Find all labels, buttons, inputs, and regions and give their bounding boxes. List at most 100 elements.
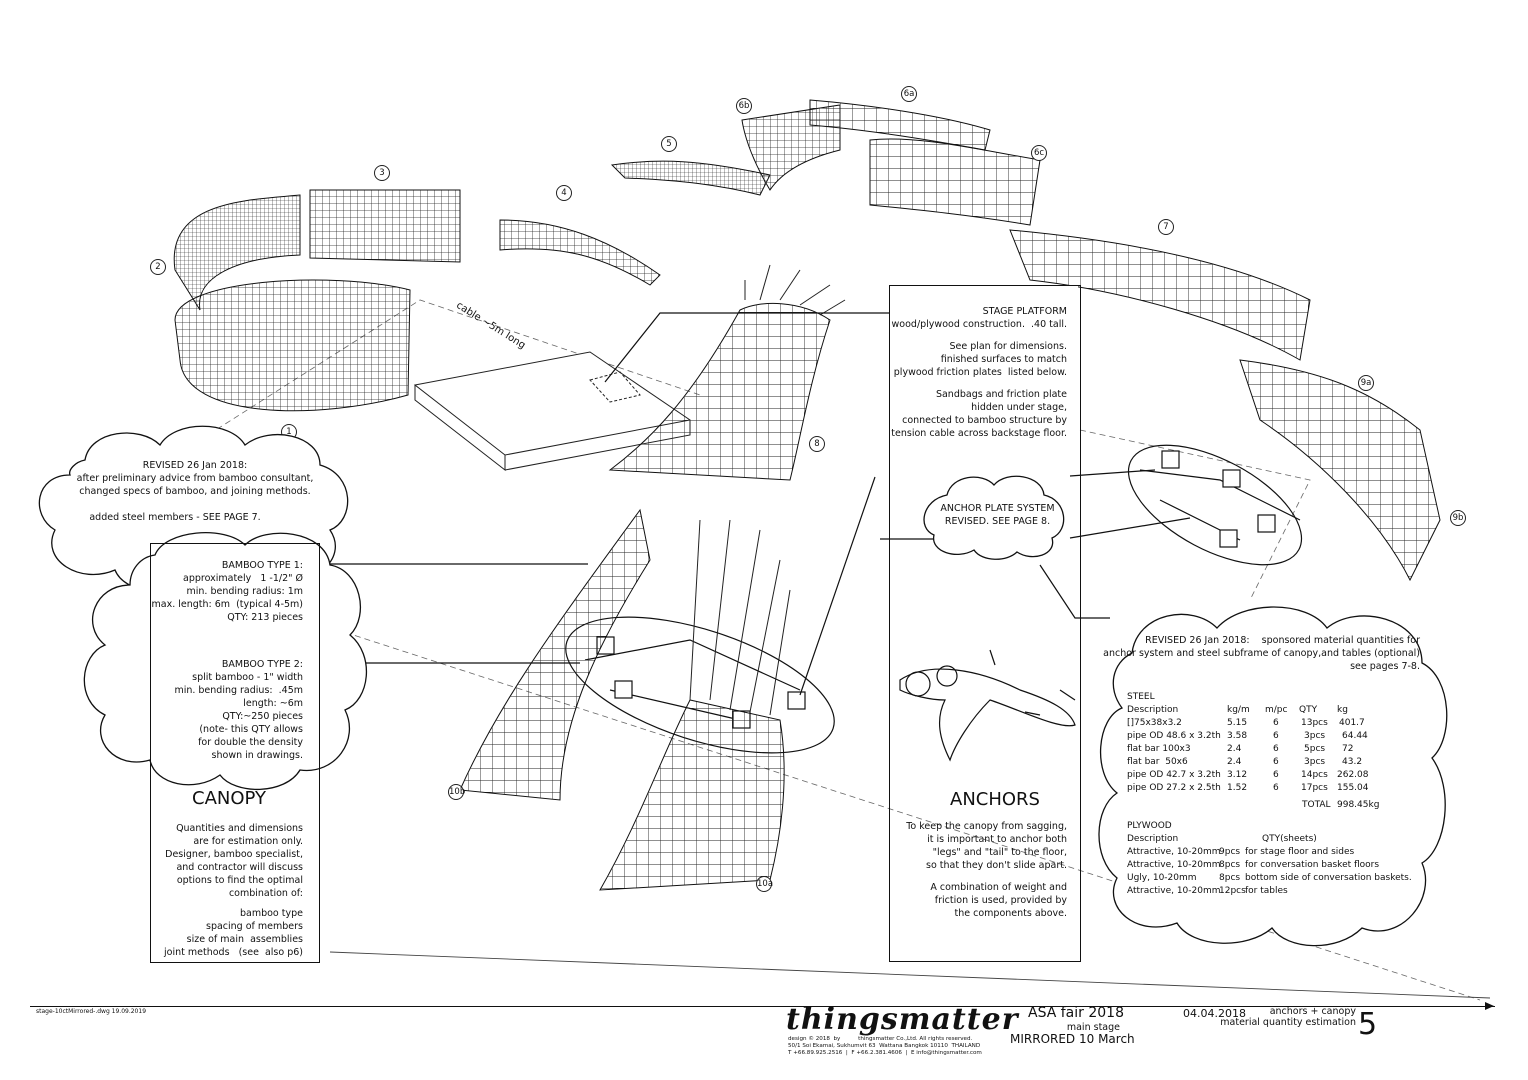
revised-note-line-1: REVISED 26 Jan 2018: [142, 460, 248, 471]
steel-cell: flat bar 100x3 [1127, 744, 1191, 754]
steel-cell: 5pcs [1304, 744, 1326, 754]
plywood-cell: for tables [1245, 886, 1288, 896]
steel-row: pipe OD 27.2 x 2.5th 1.52 6 17pcs 155.04 [1127, 782, 1407, 795]
steel-cell: 43.2 [1342, 757, 1363, 767]
brand-line-3: T +66.89.925.2516 | F +66.2.381.4606 | E… [788, 1050, 982, 1056]
material-header-2: anchor system and steel subframe of cano… [1103, 648, 1420, 659]
steel-cell: flat bar 50x6 [1127, 757, 1188, 767]
steel-cell: 6 [1273, 744, 1279, 754]
plywood-cell: Attractive, 10-20mm [1127, 847, 1221, 857]
bamboo2-line-7: for double the density [198, 737, 303, 748]
steel-total-row: TOTAL 998.45kg [1127, 799, 1407, 812]
plywood-row: Attractive, 10-20mm 9pcs for stage floor… [1127, 846, 1437, 859]
canopy-line-4: and contractor will discuss [176, 862, 303, 873]
canopy-line-1: Quantities and dimensions [176, 823, 303, 834]
bamboo2-line-6: (note- this QTY allows [199, 724, 303, 735]
steel-col-mpc: m/pc [1265, 705, 1288, 715]
mirrored-note: MIRRORED 10 March [1010, 1032, 1135, 1046]
steel-table: STEEL Description kg/m m/pc QTY kg []75x… [1127, 691, 1407, 812]
bamboo1-line-5: QTY: 213 pieces [227, 612, 303, 623]
steel-col-description: Description [1127, 705, 1179, 715]
stage-line-1: STAGE PLATFORM [982, 306, 1067, 317]
bamboo2-line-1: BAMBOO TYPE 2: [221, 659, 303, 670]
steel-cell: 13pcs [1301, 718, 1328, 728]
stage-line-10: connected to bamboo structure by [902, 415, 1067, 426]
canopy-box [150, 543, 320, 963]
steel-cell: 3pcs [1304, 731, 1326, 741]
steel-col-kgm: kg/m [1227, 705, 1250, 715]
label-9a: 9a [1358, 375, 1374, 391]
revised-note-line-3: changed specs of bamboo, and joining met… [79, 486, 311, 497]
stage-line-2: wood/plywood construction. .40 tall. [891, 319, 1067, 330]
project-title: ASA fair 2018 [1028, 1005, 1124, 1021]
assembly-9 [1239, 359, 1441, 582]
anchor-plate-line-1: ANCHOR PLATE SYSTEM [940, 503, 1055, 514]
sheet-date: 04.04.2018 [1183, 1007, 1246, 1020]
steel-cell: 1.52 [1227, 783, 1248, 793]
bamboo2-line-8: shown in drawings. [211, 750, 303, 761]
project-subtitle: main stage [1066, 1022, 1120, 1033]
anchors-box [889, 285, 1081, 962]
steel-cell: []75x38x3.2 [1127, 718, 1182, 728]
bamboo1-line-3: min. bending radius: 1m [186, 586, 303, 597]
steel-row: []75x38x3.2 5.15 6 13pcs 401.7 [1127, 717, 1407, 730]
stage-line-4: See plan for dimensions. [949, 341, 1067, 352]
plywood-title: PLYWOOD [1127, 821, 1172, 831]
label-6b: 6b [736, 98, 752, 114]
anchors-line-6: A combination of weight and [930, 882, 1067, 893]
canopy-line-11: joint methods (see also p6) [164, 947, 303, 958]
steel-cell: 64.44 [1342, 731, 1368, 741]
plywood-row: Ugly, 10-20mm 8pcs bottom side of conver… [1127, 872, 1437, 885]
bamboo1-line-4: max. length: 6m (typical 4-5m) [151, 599, 303, 610]
plywood-cell: Ugly, 10-20mm [1127, 873, 1197, 883]
label-9b: 9b [1450, 510, 1466, 526]
anchors-line-1: To keep the canopy from sagging, [906, 821, 1067, 832]
steel-col-kg: kg [1337, 705, 1348, 715]
steel-cell: 3pcs [1304, 757, 1326, 767]
steel-cell: pipe OD 27.2 x 2.5th [1127, 783, 1221, 793]
stage-line-5: finished surfaces to match [940, 354, 1067, 365]
plywood-cell: Attractive, 10-20mm [1127, 886, 1221, 896]
label-10b: 10b [448, 784, 465, 800]
anchors-line-4: so that they don't slide apart. [926, 860, 1067, 871]
title-block-arrow [1485, 1002, 1494, 1010]
canopy-line-3: Designer, bamboo specialist, [165, 849, 303, 860]
assembly-5-6 [610, 99, 1041, 226]
label-8: 8 [809, 436, 825, 452]
steel-cell: 2.4 [1227, 757, 1242, 767]
steel-row: pipe OD 42.7 x 3.2th 3.12 6 14pcs 262.08 [1127, 769, 1407, 782]
assembly-2-3-ring [173, 189, 661, 412]
canopy-line-2: are for estimation only. [193, 836, 303, 847]
steel-cell: 6 [1273, 783, 1279, 793]
steel-cell: 6 [1273, 718, 1279, 728]
anchors-line-7: friction is used, provided by [934, 895, 1067, 906]
plywood-cell: for stage floor and sides [1245, 847, 1355, 857]
steel-cell: 3.12 [1227, 770, 1248, 780]
brand-line-1: design © 2018 by thingsmatter Co.,Ltd. A… [788, 1036, 973, 1042]
steel-row: pipe OD 48.6 x 3.2th 3.58 6 3pcs 64.44 [1127, 730, 1407, 743]
anchor-plate-line-2: REVISED. SEE PAGE 8. [944, 516, 1051, 527]
stage-line-11: tension cable across backstage floor. [891, 428, 1067, 439]
canopy-title: CANOPY [192, 788, 266, 809]
plywood-cell: 12pcs [1219, 886, 1246, 896]
bamboo2-line-3: min. bending radius: .45m [174, 685, 303, 696]
sheet-title-2: material quantity estimation [1220, 1017, 1356, 1028]
anchor-sketch [899, 649, 1076, 762]
material-cloud [1098, 606, 1448, 947]
bamboo2-line-5: QTY:~250 pieces [222, 711, 303, 722]
anchors-title: ANCHORS [950, 789, 1040, 810]
label-4: 4 [556, 185, 572, 201]
plywood-col-description: Description [1127, 834, 1179, 844]
label-2: 2 [150, 259, 166, 275]
stage-line-8: Sandbags and friction plate [935, 389, 1067, 400]
title-block-rule [30, 1006, 1495, 1007]
assembly-7 [1009, 229, 1311, 361]
steel-cell: 262.08 [1337, 770, 1369, 780]
steel-total-value: 998.45kg [1337, 800, 1380, 810]
plywood-cell: bottom side of conversation baskets. [1245, 873, 1412, 883]
canopy-line-10: size of main assemblies [186, 934, 303, 945]
steel-total-label: TOTAL [1302, 800, 1331, 810]
label-10a: 10a [756, 876, 773, 892]
material-header-3: see pages 7-8. [1350, 661, 1420, 672]
